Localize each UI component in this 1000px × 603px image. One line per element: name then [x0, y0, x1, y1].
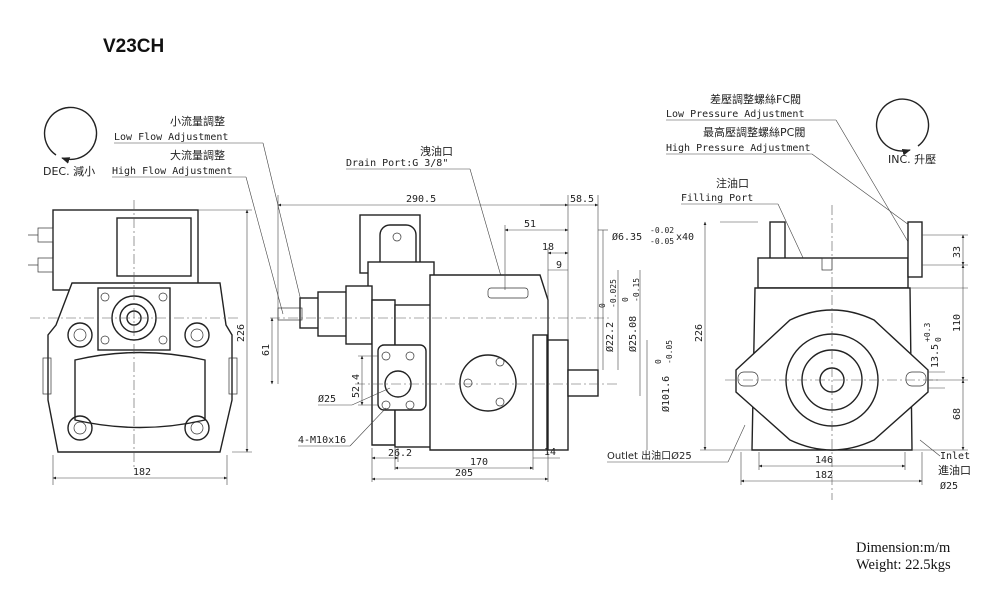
dim-52: 52.4: [351, 374, 362, 398]
pilot-tol-lo: -0.05: [665, 340, 674, 364]
outlet-label: Outlet 出油口Ø25: [607, 449, 692, 462]
high-pressure-en: High Pressure Adjustment: [666, 143, 811, 154]
inlet-size: Ø25: [940, 480, 958, 492]
weight: Weight: 22.5kgs: [856, 557, 951, 573]
shaft25-tol-hi: 0: [621, 297, 630, 302]
key-len: x40: [676, 232, 694, 243]
shaft25-dim: Ø25.08: [627, 316, 639, 352]
left-dim-width: 182: [133, 467, 151, 478]
shaft22-tol-hi: 0: [598, 303, 607, 308]
bolts-dim: 4-M10x16: [298, 435, 346, 446]
inc-rotation-arrow-icon: [875, 98, 930, 156]
pilot-dim: Ø101.6: [660, 376, 672, 412]
specs-block: Dimension:m/m Weight: 22.5kgs: [856, 540, 951, 574]
left-actuator: [116, 217, 192, 277]
shaft22-tol-lo: -0.025: [609, 279, 618, 308]
dim-14: 14: [544, 447, 556, 458]
fill-cn: 注油口: [716, 176, 749, 190]
high-flow-en: High Flow Adjustment: [112, 166, 232, 177]
right-top-block: [757, 257, 909, 289]
high-flow-cn: 大流量調整: [170, 148, 225, 162]
low-pressure-en: Low Pressure Adjustment: [666, 109, 804, 120]
center-view: 小流量調整 Low Flow Adjustment 大流量調整 High Flo…: [112, 114, 694, 482]
dim-170: 170: [470, 457, 488, 468]
key-tol-hi: -0.02: [650, 226, 674, 235]
right-dim-68: 68: [952, 408, 963, 420]
shaft22-dim: Ø22.2: [604, 322, 616, 352]
diff-cn: 差壓調整螺絲FC閥: [710, 92, 801, 106]
right-dim-226: 226: [694, 324, 705, 342]
inlet-cn: 進油口: [938, 463, 971, 477]
dim-61: 61: [261, 344, 272, 356]
right-dim-110: 110: [952, 314, 963, 332]
shaft25-tol-lo: -0.15: [632, 278, 641, 302]
pilot-tol-hi: 0: [654, 359, 663, 364]
right-dim-13-tol-lo: 0: [934, 337, 943, 342]
drain-cn: 洩油口: [420, 144, 453, 158]
dimension-unit: Dimension:m/m: [856, 540, 951, 556]
left-pump-body: [47, 282, 233, 453]
dim-58: 58.5: [570, 194, 594, 205]
right-dim-33: 33: [952, 246, 963, 258]
fill-en: Filling Port: [681, 193, 753, 204]
right-dim-146: 146: [815, 455, 833, 466]
right-dim-182: 182: [815, 470, 833, 481]
outlet-flange: [377, 344, 427, 411]
right-dim-13: 13.5: [930, 344, 941, 368]
dim-205: 205: [455, 468, 473, 479]
inlet-en: Inlet: [940, 451, 970, 462]
dim-9: 9: [556, 260, 562, 271]
dec-rotation-arrow-icon: [43, 106, 98, 164]
low-flow-cn: 小流量調整: [170, 114, 225, 128]
left-dim-height: 226: [236, 324, 247, 342]
key-tol-lo: -0.05: [650, 237, 674, 246]
low-flow-en: Low Flow Adjustment: [114, 132, 228, 143]
dim-51: 51: [524, 219, 536, 230]
dim-18: 18: [542, 242, 554, 253]
port-dim: Ø25: [318, 393, 336, 405]
left-view: DEC. 減小: [28, 106, 252, 485]
key-dim: Ø6.35: [612, 231, 642, 243]
drain-en: Drain Port:G 3/8": [346, 158, 448, 169]
max-cn: 最高壓調整螺絲PC閥: [703, 125, 805, 139]
dec-label: DEC. 減小: [43, 164, 95, 178]
dim-26: 26.2: [388, 448, 412, 459]
dim-290: 290.5: [406, 194, 436, 205]
right-dim-13-tol-hi: +0.3: [923, 323, 932, 342]
right-view: 差壓調整螺絲FC閥 Low Pressure Adjustment 最高壓調整螺…: [607, 92, 971, 500]
inc-label: INC. 升壓: [888, 153, 936, 166]
model-title: V23CH: [103, 36, 165, 57]
shaft: [567, 369, 599, 397]
